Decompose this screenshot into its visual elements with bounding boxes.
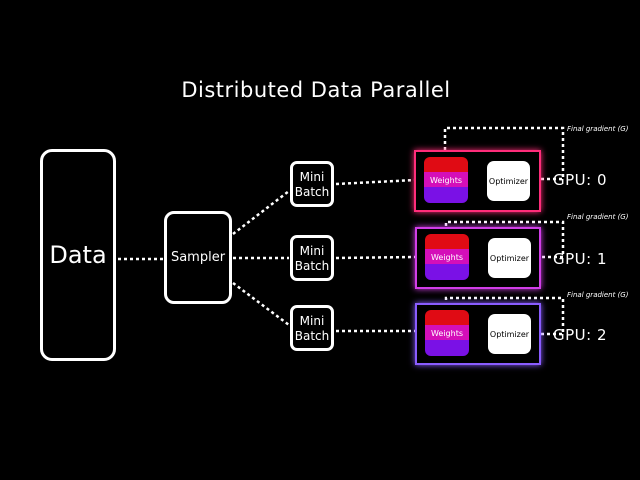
minibatch-1-to-gpu-1-line <box>335 255 416 260</box>
gpu-2-frame: Weights Optimizer <box>415 303 541 365</box>
weights-block: Weights <box>424 157 468 203</box>
mini-batch-line1: Mini <box>299 243 325 258</box>
weights-block: Weights <box>425 234 469 280</box>
sampler-to-minibatch-0-line <box>232 190 290 235</box>
weights-label: Weights <box>430 252 464 262</box>
mini-batch-2: Mini Batch <box>290 305 334 351</box>
mini-batch-line1: Mini <box>299 169 325 184</box>
weights-block: Weights <box>425 310 469 356</box>
mini-batch-0: Mini Batch <box>290 161 334 207</box>
final-gradient-label-0: Final gradient (G) <box>567 125 629 133</box>
mini-batch-line1: Mini <box>299 313 325 328</box>
mini-batch-1: Mini Batch <box>290 235 334 281</box>
diagram-title: Distributed Data Parallel <box>181 78 451 102</box>
data-box: Data <box>40 149 116 361</box>
optimizer-label: Optimizer <box>489 253 530 263</box>
final-gradient-label-2: Final gradient (G) <box>567 291 629 299</box>
data-label: Data <box>49 241 107 269</box>
gpu-2-label: GPU: 2 <box>553 326 608 344</box>
mini-batch-line2: Batch <box>294 328 330 343</box>
gpu-0-label: GPU: 0 <box>553 171 608 189</box>
gradient-loop-gpu-0 <box>443 126 565 181</box>
weights-label: Weights <box>429 175 463 185</box>
sampler-label: Sampler <box>170 250 226 265</box>
sampler-box: Sampler <box>164 211 232 304</box>
weights-label: Weights <box>430 328 464 338</box>
minibatch-0-to-gpu-0-line <box>335 178 416 186</box>
final-gradient-label-1: Final gradient (G) <box>567 213 629 221</box>
sampler-to-minibatch-2-line <box>232 282 290 326</box>
gradient-loop-gpu-2 <box>444 296 565 336</box>
gpu-1-frame: Weights Optimizer <box>415 227 541 289</box>
optimizer-block: Optimizer <box>488 314 531 354</box>
optimizer-block: Optimizer <box>488 238 531 278</box>
optimizer-block: Optimizer <box>487 161 530 201</box>
mini-batch-line2: Batch <box>294 184 330 199</box>
optimizer-label: Optimizer <box>489 329 530 339</box>
mini-batch-line2: Batch <box>294 258 330 273</box>
gradient-loop-gpu-1 <box>444 220 565 259</box>
gpu-1-label: GPU: 1 <box>553 250 608 268</box>
optimizer-label: Optimizer <box>488 176 529 186</box>
gpu-0-frame: Weights Optimizer <box>414 150 541 212</box>
